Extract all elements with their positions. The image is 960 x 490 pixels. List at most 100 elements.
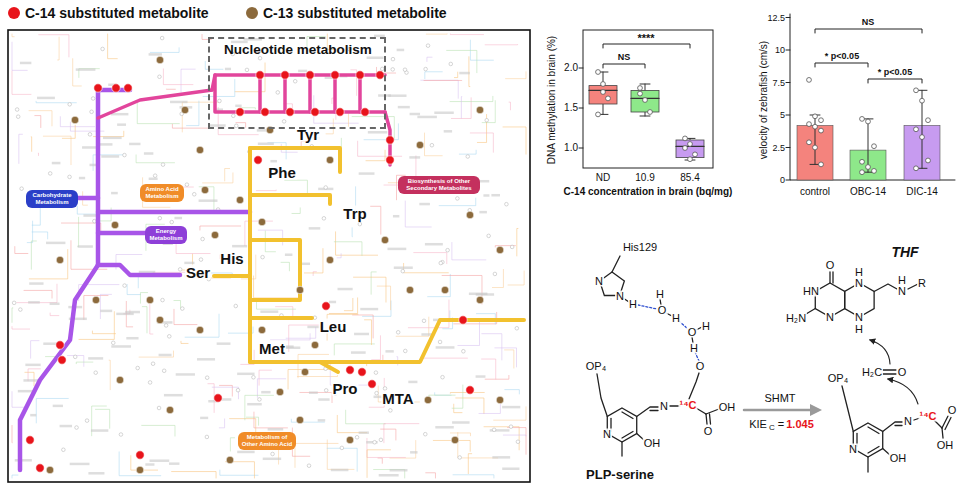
background-label-mark <box>232 245 247 248</box>
background-pathway-line <box>139 351 173 357</box>
background-pathway-line <box>185 314 219 337</box>
background-pathway-line <box>454 72 457 77</box>
c13-metabolite-dot <box>166 406 174 414</box>
isotope-label: ¹⁴C <box>918 411 937 422</box>
background-compound <box>391 68 395 72</box>
amino-acid-label: Leu <box>319 319 348 334</box>
background-pathway-line <box>19 134 23 163</box>
background-pathway-line <box>12 327 30 330</box>
significance-bracket <box>603 64 645 68</box>
background-pathway-line <box>219 419 224 428</box>
atom-label: OH <box>936 440 955 451</box>
atom-label: H₂C <box>861 367 883 378</box>
atom-label: H <box>655 289 665 300</box>
atom-label: OH <box>889 453 908 464</box>
background-pathway-line <box>271 334 311 340</box>
c14-metabolite-dot <box>256 71 264 79</box>
chemical-bond <box>945 418 951 430</box>
background-label-mark <box>379 474 399 477</box>
background-label-mark <box>410 451 417 454</box>
background-pathway-line <box>200 226 241 230</box>
background-label-mark <box>425 243 443 246</box>
atom-label: O <box>947 405 958 416</box>
residue-label: His129 <box>622 242 658 253</box>
background-label-mark <box>436 346 455 349</box>
background-compound <box>505 202 509 206</box>
kie-subscript: C <box>768 424 776 432</box>
background-pathway-line <box>337 254 341 258</box>
background-label-mark <box>385 350 393 353</box>
background-label-mark <box>502 467 519 470</box>
background-pathway-line <box>230 438 234 451</box>
hydrogen-bond <box>638 305 657 309</box>
amino-acid-pathway <box>320 362 338 372</box>
nucleotide-metabolism-box: Nucleotide metabolism <box>208 37 386 129</box>
background-label-mark <box>397 49 405 52</box>
background-label-mark <box>359 172 375 175</box>
background-pathway-line <box>421 80 458 98</box>
background-label-mark <box>111 345 131 348</box>
background-label-mark <box>78 245 93 248</box>
background-pathway-line <box>482 334 502 360</box>
chemical-bond <box>689 373 699 399</box>
atom-label: O <box>825 260 836 271</box>
atom-label: H <box>854 267 864 278</box>
c14-metabolite-dot <box>376 71 384 79</box>
reaction-arrow <box>744 409 810 412</box>
background-label-mark <box>111 113 128 116</box>
c14-metabolite-dot <box>311 108 319 116</box>
chemical-bond <box>612 256 620 272</box>
c14-metabolite-dot <box>281 71 289 79</box>
background-compound <box>276 91 280 95</box>
background-compound <box>426 44 430 48</box>
data-point <box>866 119 871 124</box>
background-label-mark <box>197 358 215 361</box>
atom-label: N <box>825 312 835 323</box>
data-point <box>872 169 877 174</box>
background-label-mark <box>237 373 254 376</box>
background-compound <box>192 192 196 196</box>
background-pathway-line <box>371 206 381 234</box>
error-bar <box>815 115 816 164</box>
background-compound <box>16 115 20 119</box>
background-compound <box>160 36 164 40</box>
chemical-bond <box>622 432 633 439</box>
background-label-mark <box>217 342 231 345</box>
background-pathway-line <box>378 458 382 463</box>
background-label-mark <box>18 390 34 393</box>
background-label-mark <box>237 451 254 454</box>
background-label-mark <box>100 310 112 313</box>
background-compound <box>123 284 127 288</box>
background-pathway-line <box>367 450 391 478</box>
background-label-mark <box>52 162 61 165</box>
axis-tick <box>579 68 583 69</box>
background-compound <box>158 216 162 220</box>
background-label-mark <box>419 203 430 206</box>
background-label-mark <box>20 62 31 65</box>
atom-label: H₂N <box>785 313 807 324</box>
background-label-mark <box>409 156 420 159</box>
atom-label: H <box>854 324 864 335</box>
tick-label: 0 <box>780 176 785 185</box>
background-pathway-line <box>517 228 518 255</box>
background-pathway-line <box>326 119 333 134</box>
background-compound <box>375 391 379 395</box>
background-pathway-line <box>468 454 471 474</box>
significance-label: **** <box>637 33 654 44</box>
legend-swatch <box>8 7 20 19</box>
atom-label: N <box>602 429 612 440</box>
map-frame <box>8 30 530 482</box>
chemical-bond <box>706 414 707 424</box>
atom-label: H <box>701 321 711 332</box>
compound-name: THF <box>891 245 918 259</box>
c14-metabolite-dot <box>386 156 394 164</box>
significance-label: * p<0.05 <box>878 68 912 77</box>
background-pathway-line <box>470 133 493 152</box>
background-compound <box>403 349 407 353</box>
legend-swatch <box>246 7 258 19</box>
background-label-mark <box>309 227 321 230</box>
background-label-mark <box>76 68 96 71</box>
box <box>631 90 659 112</box>
amino-acid-label: Ser <box>185 265 211 280</box>
